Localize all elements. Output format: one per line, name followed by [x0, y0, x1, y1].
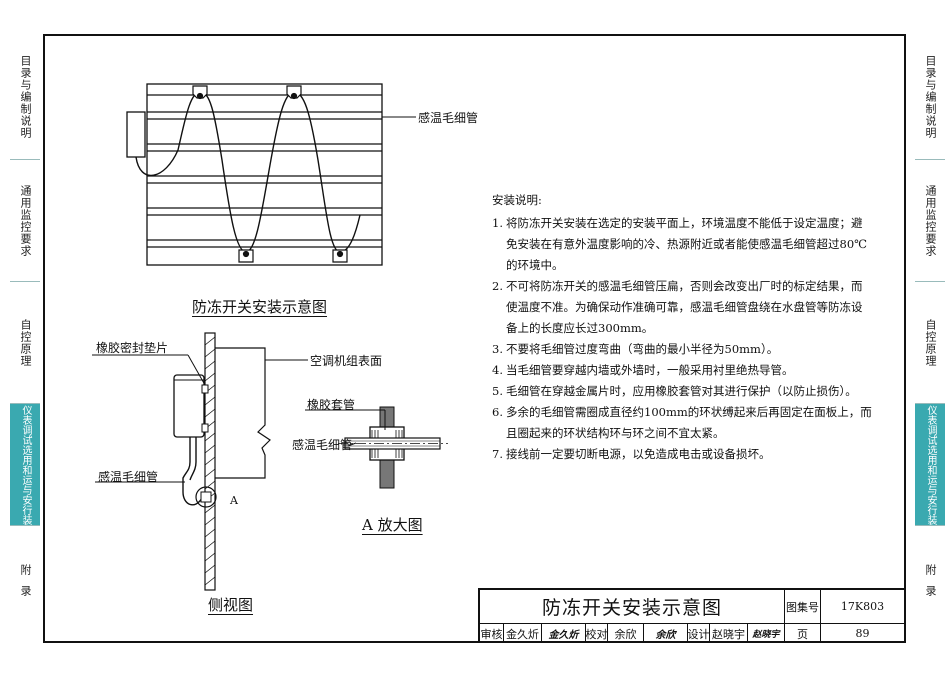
- check-name: 余欣: [608, 624, 644, 643]
- note-item: 7.接线前一定要切断电源，以免造成电击或设备损坏。: [492, 447, 771, 461]
- detail-a-drawing: [338, 406, 448, 489]
- switch-box-side: [173, 374, 205, 438]
- coil-panel: [146, 83, 383, 266]
- capillary-tube-side-2: [189, 437, 197, 481]
- capillary-tube-side: [182, 437, 203, 506]
- leader-line: [187, 354, 206, 386]
- note-item: 4.当毛细管要穿越内墙或外墙时，一般采用衬里绝热导管。: [492, 363, 794, 377]
- caption-top-view: 防冻开关安装示意图: [192, 298, 328, 316]
- design-signature: 赵晓宇: [748, 624, 785, 643]
- check-label: 校对: [586, 624, 608, 643]
- note-item: 3.不要将毛细管过度弯曲（弯曲的最小半径为50mm）。: [492, 342, 779, 356]
- nav-left-instrument[interactable]: 仪表调试选用和运与安行装: [10, 404, 40, 526]
- page-value: 89: [855, 627, 870, 640]
- nav-left-control[interactable]: 自控原理: [10, 282, 40, 404]
- atlas-value: 17K803: [840, 600, 885, 613]
- note-item: 6.多余的毛细管需圈成直径约100mm的环状缚起来后再固定在面板上，而且圈起来的…: [492, 405, 872, 440]
- design-name: 赵晓宇: [710, 624, 748, 643]
- wall-section: [204, 332, 216, 591]
- clip: [238, 249, 254, 263]
- switch-box-top: [126, 111, 146, 158]
- label-gasket: 橡胶密封垫片: [96, 341, 169, 355]
- page-label: 页: [785, 624, 821, 643]
- nav-right-monitor[interactable]: 通用监控要求: [915, 160, 945, 282]
- note-item: 5.毛细管在穿越金属片时，应用橡胶套管对其进行保护（以防止损伤）。: [492, 384, 857, 398]
- capillary-tube-top: [135, 91, 361, 253]
- label-unit-surface: 空调机组表面: [310, 354, 383, 368]
- nav-right-directory[interactable]: 目录与编制说明: [915, 34, 945, 160]
- leader-line: [347, 442, 357, 447]
- nav-left-appendix[interactable]: 附录: [19, 563, 32, 606]
- notes-heading: 安装说明:: [492, 193, 542, 207]
- nav-right-control[interactable]: 自控原理: [915, 282, 945, 404]
- label-sleeve: 橡胶套管: [307, 398, 356, 412]
- atlas-label: 图集号: [785, 590, 821, 623]
- nav-right-appendix[interactable]: 附录: [924, 563, 937, 606]
- metal-plate-bottom: [379, 459, 395, 489]
- drawing-frame: [43, 34, 906, 643]
- review-name: 金久炘: [504, 624, 542, 643]
- detail-a-circle: [195, 486, 217, 508]
- label-capillary-side: 感温毛细管: [98, 470, 159, 484]
- coil-panel-outline: [146, 83, 383, 266]
- nav-left-directory[interactable]: 目录与编制说明: [10, 34, 40, 160]
- design-label: 设计: [688, 624, 710, 643]
- nav-right-instrument[interactable]: 仪表调试选用和运与安行装: [915, 404, 945, 526]
- label-detail-marker: A: [230, 494, 238, 507]
- clip: [332, 249, 348, 263]
- check-signature: 余欣: [644, 624, 688, 643]
- clip: [286, 85, 302, 100]
- nav-left-monitor[interactable]: 通用监控要求: [10, 160, 40, 282]
- caption-side-view: 侧视图: [208, 596, 254, 614]
- note-item: 2.不可将防冻开关的感温毛细管压扁，否则会改变出厂时的标定结果，而使温度不准。为…: [492, 279, 863, 335]
- label-capillary-top: 感温毛细管: [418, 111, 479, 125]
- review-signature: 金久炘: [542, 624, 586, 643]
- note-item: 1.将防冻开关安装在选定的安装平面上，环境温度不能低于设定温度；避免安装在有意外…: [492, 216, 867, 272]
- installation-notes: 安装说明: 1.将防冻开关安装在选定的安装平面上，环境温度不能低于设定温度；避免…: [492, 190, 872, 465]
- title-block-divider: [480, 623, 904, 624]
- caption-detail-a: A 放大图: [362, 516, 423, 534]
- label-capillary-detail: 感温毛细管: [292, 438, 353, 452]
- clip: [192, 85, 208, 100]
- title-block-title: 防冻开关安装示意图: [480, 590, 785, 623]
- detail-a-sleeve: [200, 491, 212, 503]
- unit-surface: [215, 347, 271, 479]
- title-block: 防冻开关安装示意图 图集号 17K803 审核 金久炘 金久炘 校对 余欣 余欣…: [478, 588, 906, 643]
- review-label: 审核: [480, 624, 504, 643]
